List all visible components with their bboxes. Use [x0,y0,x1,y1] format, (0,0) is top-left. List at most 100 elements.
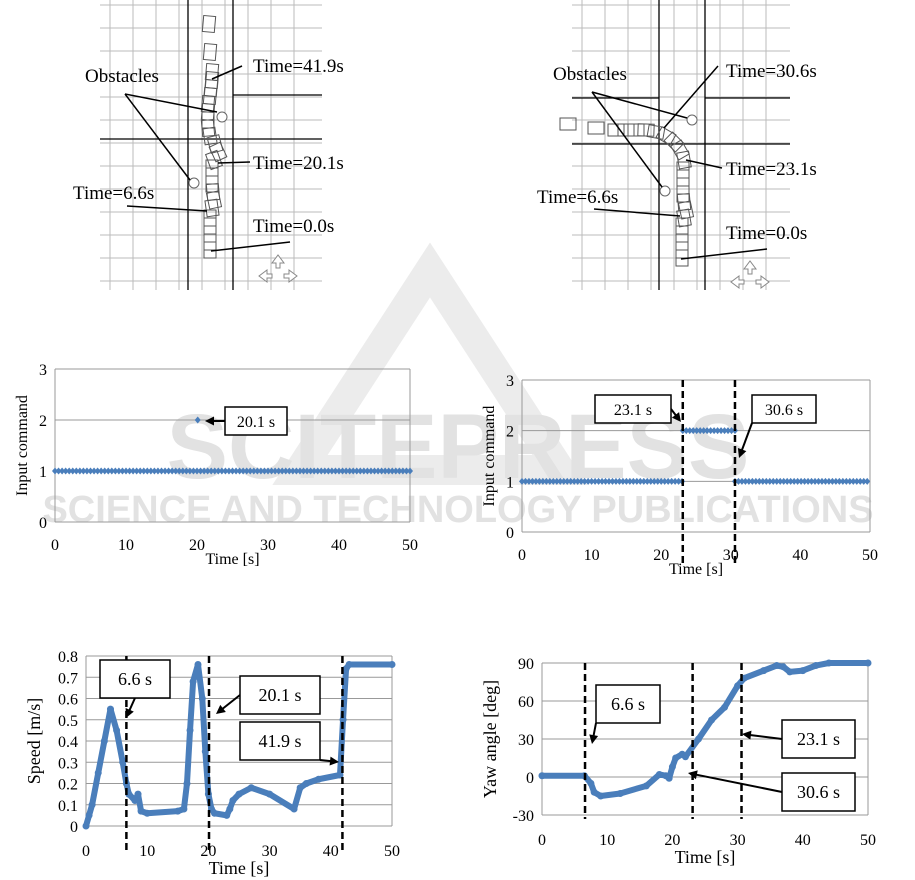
data-point [794,477,801,485]
callout-label: 30.6 s [765,402,803,419]
data-point [179,467,186,475]
vehicle-footprint [204,62,220,82]
data-point [815,477,822,485]
y-tick-label: 2 [506,424,514,441]
callout-box [239,721,321,761]
x-tick-label: 10 [118,537,134,554]
data-point [756,477,763,485]
data-point [704,427,711,435]
data-point [229,467,236,475]
time-label: Time=41.9s [253,56,344,77]
arrow-keys-icon [258,254,298,283]
data-point [864,659,872,667]
arrowhead-icon [589,734,599,744]
vehicle-footprint [646,124,666,140]
data-point [360,467,367,475]
data-point [786,668,794,676]
data-point [314,467,321,475]
x-tick-label: 50 [862,547,878,564]
data-point [350,467,357,475]
data-point [752,477,759,485]
data-point [154,467,161,475]
y-tick-label: 30 [518,732,534,749]
data-point [567,477,574,485]
arrow-icon [283,269,298,283]
data-point [668,763,676,771]
arrowhead-icon [125,707,134,718]
data-point [763,477,770,485]
arrow-icon [258,269,273,283]
data-point [532,477,539,485]
data-point [293,467,300,475]
data-point [215,467,222,475]
y-axis-label: Input command [481,406,498,507]
callout-arrow [740,422,753,453]
callout-label: 41.9 s [258,731,301,751]
data-point [229,797,237,804]
y-tick-label: 3 [506,373,514,390]
x-axis-label: Time [s] [675,847,736,867]
data-point [134,790,142,798]
data-point [857,477,864,485]
data-point [240,467,247,475]
data-point [599,477,606,485]
y-tick-label: 0.2 [58,777,78,794]
data-point [853,477,860,485]
callout-arrow [693,773,783,793]
data-point [211,809,219,817]
data-point [539,477,546,485]
x-tick-label: 30 [730,832,746,849]
data-point [574,477,581,485]
data-point [371,467,378,475]
data-point [183,467,190,475]
y-tick-label: 0 [70,819,78,836]
data-point [131,797,139,804]
trajectory-diagram-straight: Obstacles Time=41.9s Time=20.1s Time=6.6… [73,0,344,290]
data-point [346,467,353,475]
data-point [66,467,73,475]
data-point [519,477,525,485]
data-point [619,477,626,485]
data-point [728,427,735,435]
x-tick-label: 50 [860,832,876,849]
x-tick-label: 40 [331,537,347,554]
callout-label: 23.1 s [614,402,652,419]
data-point [735,477,742,485]
data-point [339,467,346,475]
callout-box [239,675,321,715]
data-point [286,467,293,475]
data-point [328,467,335,475]
data-point [832,477,839,485]
data-point [318,467,325,475]
y-tick-label: 0.5 [58,713,78,730]
data-point [83,467,90,475]
data-point [304,467,311,475]
data-point [257,467,264,475]
x-tick-label: 40 [323,843,339,860]
data-point [201,467,208,475]
data-point [98,467,105,475]
data-point [766,477,773,485]
data-point [640,477,647,485]
data-point [73,467,80,475]
data-point [201,748,209,756]
data-point [336,771,344,779]
x-tick-label: 20 [200,843,216,860]
time-label: Time=20.1s [253,153,344,174]
data-point [186,726,194,734]
obstacles-label: Obstacles [85,66,159,87]
data-point [843,477,850,485]
data-point [143,809,151,817]
y-tick-label: 0.4 [58,734,78,751]
data-point [675,477,682,485]
x-tick-label: 30 [262,843,278,860]
data-point [773,662,781,670]
callout-box [594,394,672,424]
x-axis-label: Time [s] [205,551,259,568]
data-point [550,477,557,485]
x-tick-label: 10 [584,547,600,564]
data-point [770,477,777,485]
vehicle-footprint [203,209,217,227]
x-tick-label: 0 [518,547,526,564]
